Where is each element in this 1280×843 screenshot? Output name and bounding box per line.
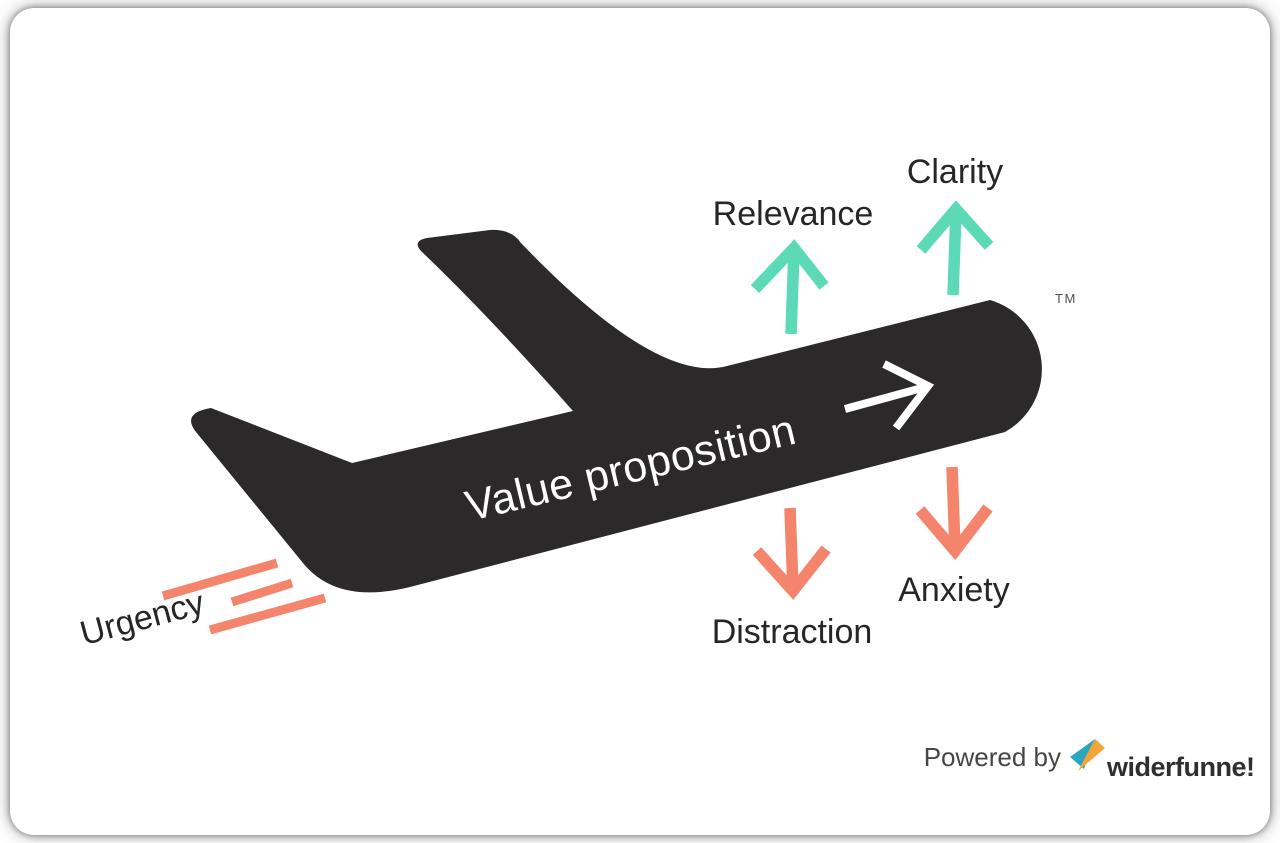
- relevance-up-arrow-icon: [750, 239, 829, 335]
- clarity-up-arrow-icon: [916, 200, 994, 296]
- airplane-silhouette-icon: [191, 229, 1042, 593]
- relevance-label: Relevance: [713, 195, 874, 233]
- urgency-speed-lines-icon: [161, 558, 327, 635]
- footer: Powered by widerfunne!: [924, 739, 1255, 782]
- widerfunnel-logo-icon: [1070, 739, 1105, 771]
- anxiety-down-arrow-icon: [915, 466, 993, 561]
- anxiety-label: Anxiety: [898, 571, 1010, 609]
- distraction-down-arrow-icon: [752, 507, 831, 600]
- distraction-label: Distraction: [712, 613, 873, 651]
- clarity-label: Clarity: [907, 153, 1003, 191]
- urgency-label: Urgency: [76, 584, 208, 653]
- forward-arrow-icon: [843, 360, 935, 431]
- trademark-label: TM: [1055, 291, 1077, 306]
- widerfunnel-wordmark: widerfunne!: [1106, 752, 1255, 782]
- powered-by-label: Powered by: [924, 742, 1061, 772]
